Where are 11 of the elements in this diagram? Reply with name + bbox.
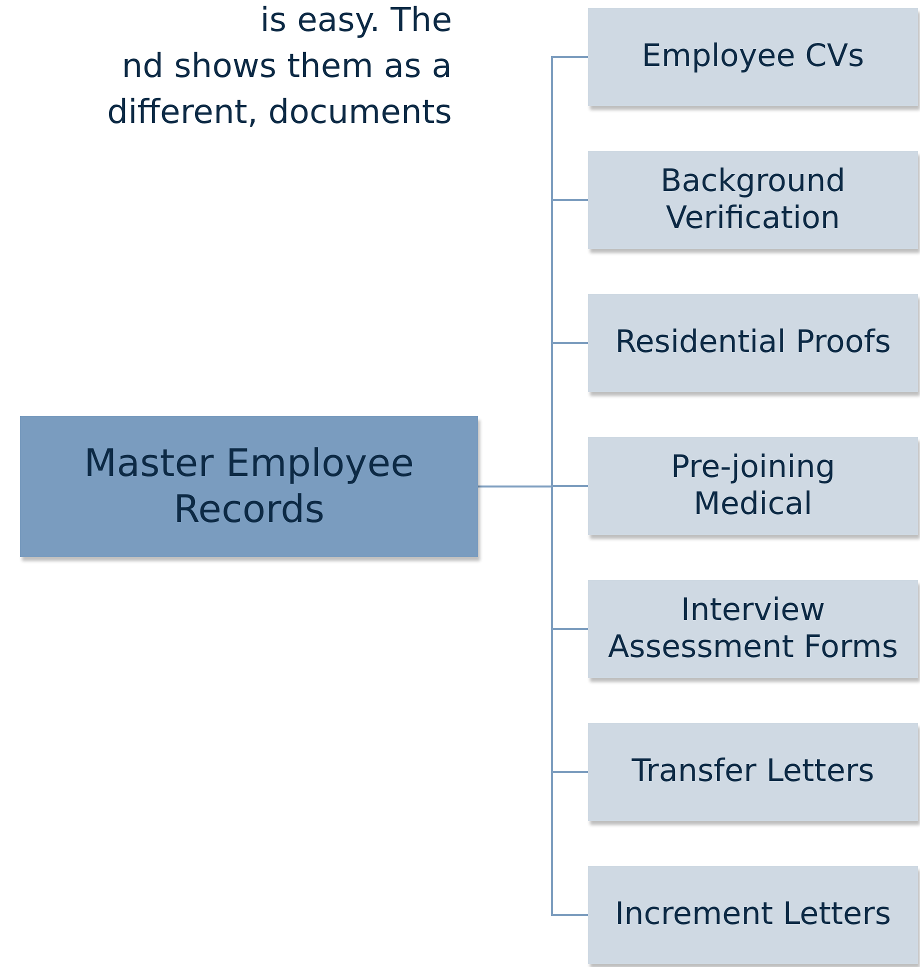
paragraph-text: different, documents (107, 92, 452, 132)
category-box: Interview Assessment Forms (588, 580, 918, 678)
category-box: Pre-joining Medical (588, 437, 918, 535)
category-box: Background Verification (588, 151, 918, 249)
category-box: Increment Letters (588, 866, 918, 964)
paragraph-text: is easy. The (260, 0, 452, 40)
root-box: Master Employee Records (20, 416, 478, 557)
category-box: Residential Proofs (588, 294, 918, 392)
paragraph-text: nd shows them as a (122, 46, 452, 86)
category-box: Transfer Letters (588, 723, 918, 821)
category-box: Employee CVs (588, 8, 918, 106)
